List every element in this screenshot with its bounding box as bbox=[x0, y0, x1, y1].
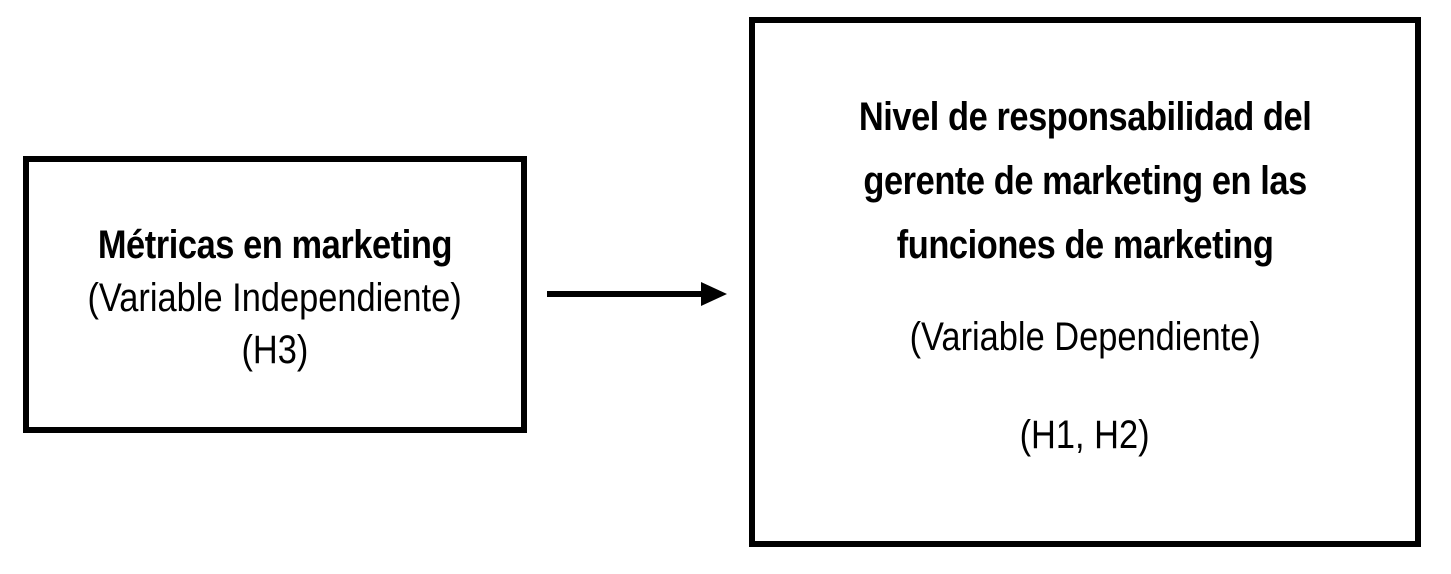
causal-arrow bbox=[547, 282, 727, 306]
independent-hypothesis-label: (H3) bbox=[241, 327, 309, 372]
dependent-title-line-1: Nivel de responsabilidad del bbox=[858, 95, 1312, 139]
dependent-variable-box: Nivel de responsabilidad del gerente de … bbox=[749, 17, 1421, 547]
independent-variable-title: Métricas en marketing bbox=[97, 222, 453, 267]
dependent-title-line-2: gerente de marketing en las bbox=[863, 159, 1307, 203]
independent-variable-box: Métricas en marketing (Variable Independ… bbox=[23, 156, 527, 433]
dependent-variable-label: (Variable Dependiente) bbox=[909, 315, 1261, 359]
independent-variable-label: (Variable Independiente) bbox=[87, 275, 463, 320]
dependent-title-line-3: funciones de marketing bbox=[896, 223, 1274, 267]
dependent-variable-title: Nivel de responsabilidad del gerente de … bbox=[858, 85, 1312, 277]
dependent-hypothesis-label: (H1, H2) bbox=[1020, 413, 1150, 457]
arrow-head-icon bbox=[701, 282, 727, 306]
